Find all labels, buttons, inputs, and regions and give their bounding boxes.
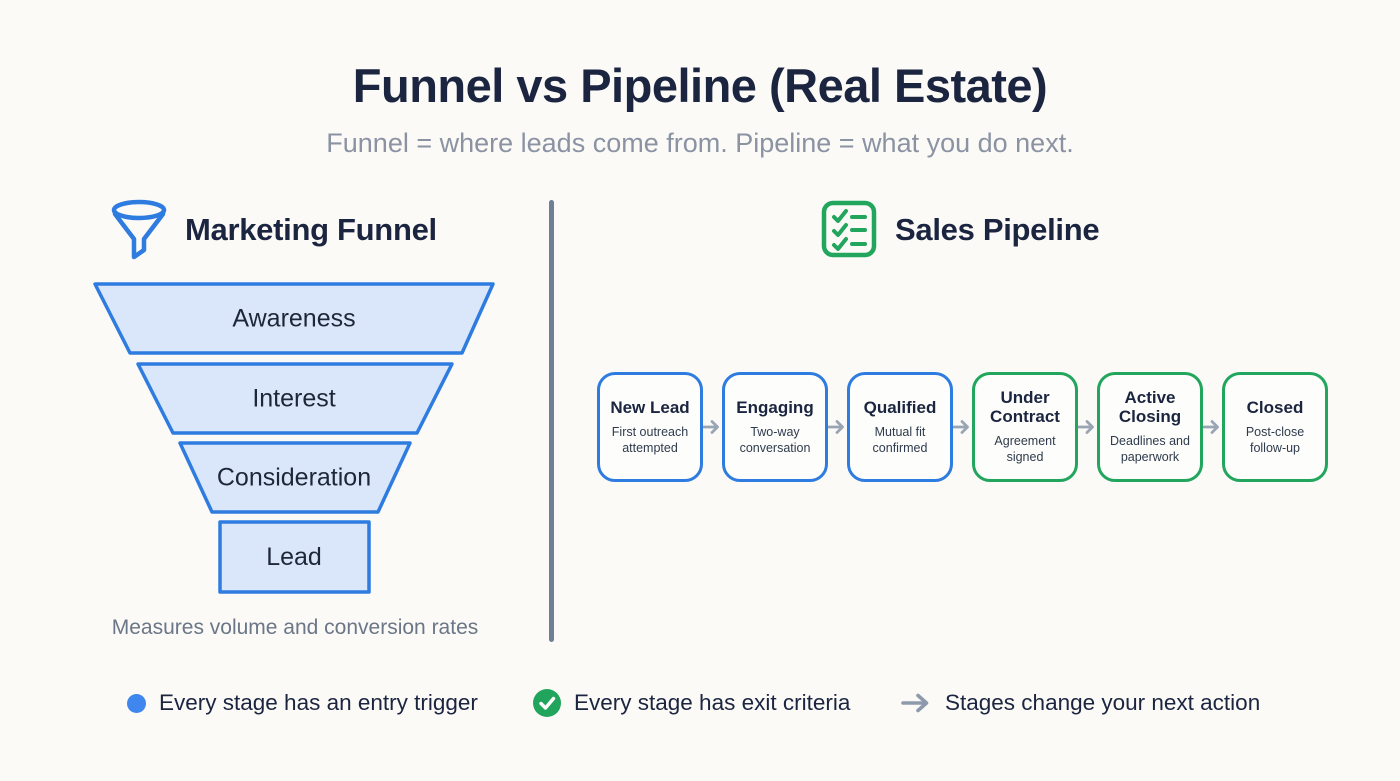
funnel-stage-label: Consideration — [217, 464, 371, 492]
legend-entry-trigger: Every stage has an entry trigger — [127, 688, 478, 718]
pipeline-stage-subtitle: Agreement signed — [994, 434, 1056, 465]
funnel-stage-label: Awareness — [232, 305, 355, 333]
funnel-stage-label: Lead — [266, 543, 322, 571]
pipeline-stage-title: Active Closing — [1118, 388, 1182, 427]
legend-text: Stages change your next action — [945, 690, 1261, 715]
pipeline-stage-subtitle: Mutual fit confirmed — [872, 424, 928, 455]
legend-text: Every stage has an entry trigger — [159, 690, 478, 715]
funnel-stage-lead — [218, 520, 371, 594]
funnel-stage-consideration — [178, 441, 412, 514]
pipeline-stage-title: New Lead — [610, 397, 690, 417]
pipeline-stage-title: Engaging — [736, 397, 814, 417]
funnel-icon — [108, 198, 170, 264]
legend-row: Every stage has an entry trigger Every s… — [0, 688, 1400, 720]
pipeline-stage-row: New Lead First outreach attempted Engagi… — [597, 372, 1328, 482]
right-arrow-icon — [1078, 419, 1097, 435]
gray-arrow-icon — [901, 692, 932, 714]
green-check-icon — [533, 689, 561, 717]
pipeline-stage-subtitle: Deadlines and paperwork — [1110, 434, 1190, 465]
pipeline-panel-heading: Sales Pipeline — [895, 212, 1100, 247]
panel-divider — [549, 200, 554, 642]
blue-dot-icon — [127, 693, 146, 713]
pipeline-stage-subtitle: Post-close follow-up — [1245, 424, 1305, 455]
right-arrow-icon — [828, 419, 847, 435]
legend-text: Every stage has exit criteria — [574, 690, 851, 715]
page-title: Funnel vs Pipeline (Real Estate) — [352, 59, 1048, 112]
checklist-icon — [820, 200, 878, 258]
pipeline-stage-subtitle: Two-way conversation — [739, 424, 811, 455]
right-arrow-icon — [953, 419, 972, 435]
pipeline-stage-title: Qualified — [863, 397, 937, 417]
marketing-funnel-diagram: Awareness Interest Consideration Lead — [93, 282, 495, 594]
legend-exit-criteria: Every stage has exit criteria — [533, 688, 850, 718]
pipeline-stage-engaging: Engaging Two-way conversation — [722, 372, 828, 482]
funnel-stage-label: Interest — [252, 385, 335, 413]
funnel-stage-awareness — [93, 282, 495, 355]
pipeline-stage-new-lead: New Lead First outreach attempted — [597, 372, 703, 482]
pipeline-stage-title: Under Contract — [990, 388, 1060, 427]
funnel-panel-heading: Marketing Funnel — [185, 212, 437, 247]
funnel-stage-interest — [136, 362, 454, 435]
pipeline-stage-closed: Closed Post-close follow-up — [1222, 372, 1328, 482]
page-subtitle: Funnel = where leads come from. Pipeline… — [326, 128, 1074, 158]
pipeline-stage-title: Closed — [1246, 397, 1304, 417]
right-arrow-icon — [1203, 419, 1222, 435]
pipeline-stage-subtitle: First outreach attempted — [611, 424, 689, 455]
pipeline-stage-active-closing: Active Closing Deadlines and paperwork — [1097, 372, 1203, 482]
legend-next-action: Stages change your next action — [901, 688, 1260, 718]
right-arrow-icon — [703, 419, 722, 435]
funnel-caption: Measures volume and conversion rates — [111, 616, 479, 639]
pipeline-stage-qualified: Qualified Mutual fit confirmed — [847, 372, 953, 482]
pipeline-stage-under-contract: Under Contract Agreement signed — [972, 372, 1078, 482]
